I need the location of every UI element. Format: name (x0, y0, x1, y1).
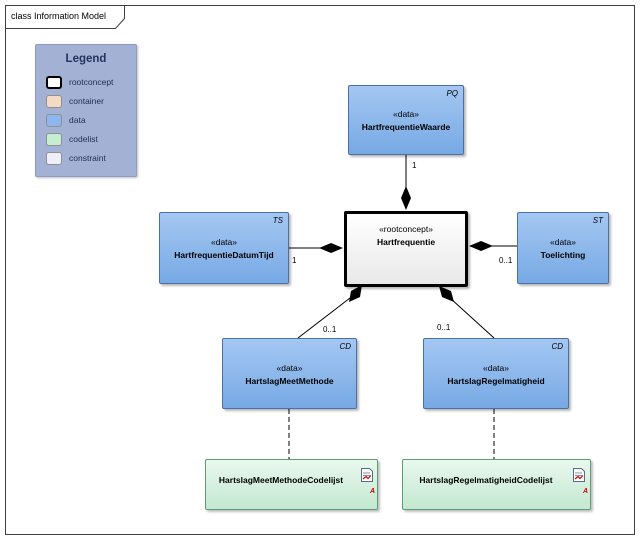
legend-title: Legend (65, 53, 107, 65)
abstract-marker: A (370, 488, 376, 495)
class-hartfrequentie-waarde[interactable]: PQ «data» HartfrequentieWaarde (348, 85, 464, 155)
class-name: HartfrequentieDatumTijd (174, 250, 274, 260)
composition-diamond-bottom-right (439, 286, 454, 302)
multiplicity-waarde: 1 (412, 161, 417, 170)
class-hartslag-meetmethode[interactable]: CD «data» HartslagMeetMethode (222, 338, 357, 409)
datatype-tag: PQ (446, 89, 458, 98)
enumeration-icon (573, 468, 585, 482)
legend-label: codelist (69, 134, 98, 144)
datatype-tag: ST (592, 216, 603, 225)
multiplicity-toelichting: 0..1 (499, 256, 513, 265)
multiplicity-regelmatigheid: 0..1 (437, 323, 451, 332)
class-toelichting[interactable]: ST «data» Toelichting (517, 212, 609, 284)
stereotype-label: «data» (276, 363, 303, 373)
composition-diamond-bottom-left (349, 285, 362, 302)
class-name: HartslagMeetMethode (245, 376, 334, 386)
stereotype-label: «data» (211, 237, 237, 247)
datatype-tag: CD (339, 342, 351, 351)
class-hartfrequentie-datumtijd[interactable]: TS «data» HartfrequentieDatumTijd (159, 212, 289, 284)
class-name: Toelichting (540, 250, 586, 260)
legend-swatch-container (46, 95, 62, 108)
stereotype-label: «data» (483, 363, 509, 373)
abstract-marker: A (583, 488, 589, 495)
class-name: HartslagRegelmatigheid (447, 376, 545, 386)
legend: Legend rootconcept container data codeli… (35, 44, 137, 177)
legend-swatch-codelist (46, 133, 62, 146)
datatype-tag: CD (551, 342, 563, 351)
legend-item-data: data (46, 114, 136, 130)
stereotype-label: «data» (550, 237, 576, 247)
legend-swatch-constraint (46, 152, 62, 165)
diagram-title: class Information Model (11, 11, 107, 21)
class-hartslag-regelmatigheid[interactable]: CD «data» HartslagRegelmatigheid (423, 338, 569, 409)
diagram-frame (5, 5, 635, 535)
connector-meetmethode (297, 297, 351, 339)
legend-item-constraint: constraint (46, 152, 136, 168)
stereotype-label: «data» (393, 109, 419, 119)
legend-swatch-data (46, 114, 62, 127)
composition-diamond-right (469, 241, 493, 251)
codelist-name: HartslagMeetMethodeCodelijst (218, 475, 344, 485)
multiplicity-meetmethode: 0..1 (323, 325, 337, 334)
legend-label: constraint (69, 153, 106, 163)
codelist-hartslag-meetmethode[interactable]: HartslagMeetMethodeCodelijst A (205, 459, 378, 510)
datatype-tag: TS (272, 216, 283, 225)
codelist-hartslag-regelmatigheid[interactable]: HartslagRegelmatigheidCodelijst A (402, 459, 591, 510)
codelist-name: HartslagRegelmatigheidCodelijst (419, 475, 553, 485)
legend-label: data (69, 115, 86, 125)
multiplicity-datumtijd: 1 (292, 256, 297, 265)
legend-label: container (69, 96, 104, 106)
composition-diamond-top (401, 186, 411, 210)
legend-item-rootconcept: rootconcept (46, 76, 136, 92)
enumeration-icon (361, 468, 373, 482)
class-name: HartfrequentieWaarde (361, 122, 451, 132)
class-hartfrequentie-root[interactable]: «rootconcept» Hartfrequentie (344, 211, 468, 287)
class-name: Hartfrequentie (376, 237, 436, 247)
stereotype-label: «rootconcept» (379, 224, 433, 234)
legend-item-codelist: codelist (46, 133, 136, 149)
composition-diamond-left (319, 243, 343, 253)
connector-regelmatigheid (449, 297, 495, 339)
legend-item-container: container (46, 95, 136, 111)
legend-swatch-rootconcept (46, 76, 62, 89)
legend-label: rootconcept (69, 77, 114, 87)
